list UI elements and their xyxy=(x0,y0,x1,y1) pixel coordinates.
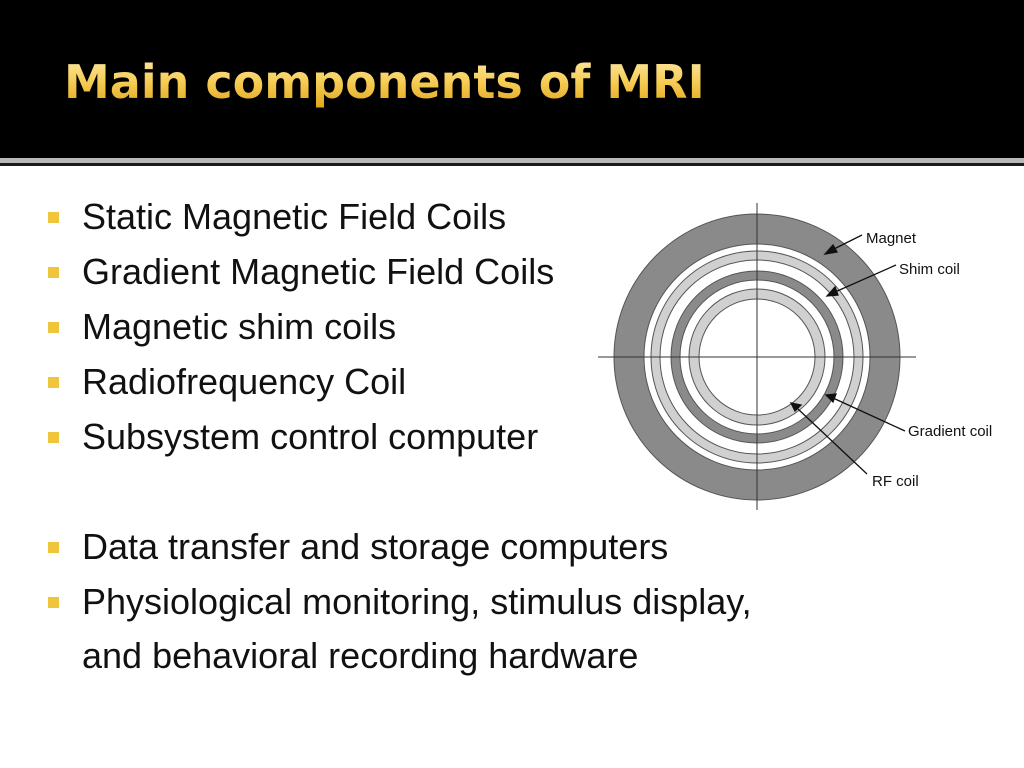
gradient-coil-label: Gradient coil xyxy=(908,423,992,440)
bullet-text: Physiological monitoring, stimulus displ… xyxy=(82,581,752,676)
bullet-item: Subsystem control computer xyxy=(48,410,538,464)
bullet-marker-icon xyxy=(48,542,59,553)
bullet-marker-icon xyxy=(48,267,59,278)
bullet-item: Data transfer and storage computers xyxy=(48,520,668,574)
bullet-marker-icon xyxy=(48,432,59,443)
title-divider xyxy=(0,158,1024,163)
magnet-leader xyxy=(831,234,863,251)
shim-coil-arrow-icon xyxy=(825,285,839,297)
gradient-coil-leader xyxy=(832,397,906,432)
bullet-marker-icon xyxy=(48,597,59,608)
magnet-arrow-icon xyxy=(823,243,839,255)
leader-lines xyxy=(789,234,906,475)
shim-coil-leader xyxy=(834,264,897,293)
bullet-item: Physiological monitoring, stimulus displ… xyxy=(48,575,752,683)
bullet-item: Magnetic shim coils xyxy=(48,300,396,354)
bullet-item: Static Magnetic Field Coils xyxy=(48,190,506,244)
bullet-text: Subsystem control computer xyxy=(82,416,539,457)
magnet-label: Magnet xyxy=(866,230,917,247)
bullet-item: Radiofrequency Coil xyxy=(48,355,406,409)
gradient-coil-arrow-icon xyxy=(824,393,837,404)
center-axes xyxy=(598,203,916,510)
bullet-text: Gradient Magnetic Field Coils xyxy=(82,251,555,292)
bullet-text: Radiofrequency Coil xyxy=(82,361,407,402)
bullet-text: Static Magnetic Field Coils xyxy=(82,196,507,237)
bullet-item: Gradient Magnetic Field Coils xyxy=(48,245,554,299)
rf-coil-label: RF coil xyxy=(872,473,919,490)
slide-title: Main components of MRI xyxy=(64,55,705,109)
mri-coil-diagram: Magnet Shim coil Gradient coil RF coil xyxy=(598,203,992,510)
rf-coil-arrow-icon xyxy=(789,402,803,413)
shim-coil-label: Shim coil xyxy=(899,261,960,278)
bullet-marker-icon xyxy=(48,322,59,333)
rf-coil-leader xyxy=(797,408,868,475)
bullet-text: Magnetic shim coils xyxy=(82,306,397,347)
title-bar: Main components of MRI xyxy=(0,0,1024,158)
title-divider-shadow xyxy=(0,163,1024,166)
bullet-marker-icon xyxy=(48,377,59,388)
bullet-text: Data transfer and storage computers xyxy=(82,526,669,567)
bullet-marker-icon xyxy=(48,212,59,223)
